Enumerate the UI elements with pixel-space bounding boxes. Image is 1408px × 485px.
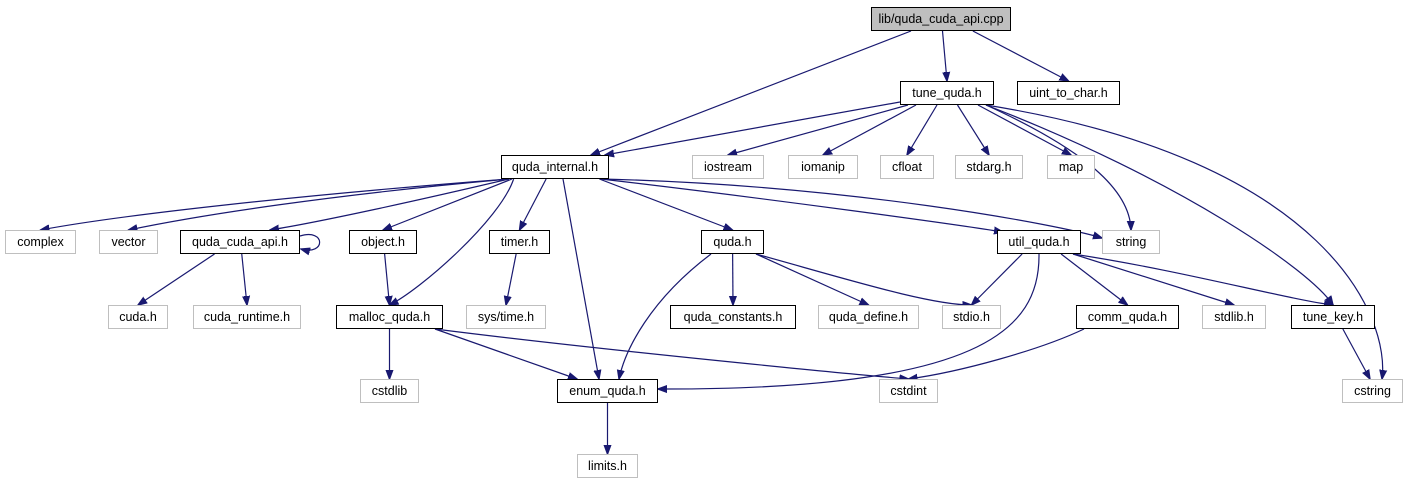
edge-malloc-quda-to-cstdint — [434, 328, 909, 379]
node-tune-quda[interactable]: tune_quda.h — [900, 81, 994, 105]
node-malloc-quda[interactable]: malloc_quda.h — [336, 305, 443, 329]
node-timer[interactable]: timer.h — [489, 230, 550, 254]
edge-timer-to-sys-time — [506, 253, 517, 305]
node-quda-define: quda_define.h — [818, 305, 919, 329]
edge-quda-internal-to-malloc-quda — [390, 178, 515, 305]
edge-quda-internal-to-enum-quda — [562, 178, 599, 379]
edge-root-to-tune-quda — [941, 30, 948, 81]
node-vector: vector — [99, 230, 158, 254]
node-quda-constants[interactable]: quda_constants.h — [670, 305, 796, 329]
node-limits: limits.h — [577, 454, 638, 478]
edge-quda-to-quda-define — [755, 253, 869, 305]
edge-root-to-quda-internal — [591, 30, 912, 155]
node-cstring: cstring — [1342, 379, 1403, 403]
edge-tune-quda-to-tune-key — [985, 104, 1333, 305]
node-map: map — [1047, 155, 1095, 179]
node-stdarg: stdarg.h — [955, 155, 1023, 179]
edge-quda-internal-to-vector — [129, 178, 510, 230]
edge-util-quda-to-stdlib — [1072, 253, 1234, 305]
edge-tune-quda-to-cstring — [985, 104, 1383, 379]
node-complex: complex — [5, 230, 76, 254]
node-quda[interactable]: quda.h — [701, 230, 764, 254]
node-sys-time: sys/time.h — [466, 305, 546, 329]
edge-quda-cuda-api-h-to-cuda — [138, 253, 215, 305]
edge-quda-internal-to-util-quda — [600, 178, 1003, 232]
node-cstdint: cstdint — [879, 379, 938, 403]
node-root-file: lib/quda_cuda_api.cpp — [871, 7, 1011, 31]
node-string: string — [1102, 230, 1160, 254]
edge-tune-key-to-cstring — [1342, 328, 1370, 379]
node-stdlib: stdlib.h — [1202, 305, 1266, 329]
edge-quda-internal-to-complex — [41, 178, 510, 230]
node-object[interactable]: object.h — [349, 230, 417, 254]
node-quda-internal[interactable]: quda_internal.h — [501, 155, 609, 179]
node-stdio: stdio.h — [942, 305, 1001, 329]
edge-tune-quda-to-stdarg — [956, 104, 990, 155]
edge-quda-internal-to-object — [383, 178, 513, 230]
node-util-quda[interactable]: util_quda.h — [997, 230, 1081, 254]
node-tune-key[interactable]: tune_key.h — [1291, 305, 1375, 329]
edge-quda-cuda-api-h-to-quda-cuda-api-h — [300, 234, 321, 251]
edge-comm-quda-to-cstdint — [909, 328, 1085, 379]
edge-tune-quda-to-cfloat — [907, 104, 938, 155]
edge-util-quda-to-comm-quda — [1060, 253, 1127, 305]
edge-root-to-uint-to-char — [972, 30, 1069, 81]
node-comm-quda[interactable]: comm_quda.h — [1076, 305, 1179, 329]
node-enum-quda[interactable]: enum_quda.h — [557, 379, 658, 403]
node-cfloat: cfloat — [880, 155, 934, 179]
edge-tune-quda-to-string — [985, 104, 1131, 230]
node-iostream: iostream — [692, 155, 764, 179]
edge-quda-internal-to-quda — [599, 178, 732, 230]
edge-quda-to-enum-quda — [619, 253, 712, 379]
edge-util-quda-to-enum-quda — [658, 253, 1040, 389]
edge-quda-internal-to-quda-cuda-api-h — [270, 178, 510, 230]
node-quda-cuda-api-header[interactable]: quda_cuda_api.h — [180, 230, 300, 254]
node-cstdlib: cstdlib — [360, 379, 419, 403]
edge-object-to-malloc-quda — [384, 253, 390, 305]
edge-tune-quda-to-map — [977, 104, 1071, 155]
edge-util-quda-to-tune-key — [1072, 253, 1333, 305]
edge-tune-quda-to-iostream — [728, 104, 909, 155]
node-uint-to-char[interactable]: uint_to_char.h — [1017, 81, 1120, 105]
edge-tune-quda-to-quda-internal — [605, 101, 901, 155]
node-cuda: cuda.h — [108, 305, 168, 329]
edge-quda-to-stdio — [755, 253, 972, 305]
edge-tune-quda-to-iomanip — [823, 104, 917, 155]
edge-quda-cuda-api-h-to-cuda-runtime — [241, 253, 247, 305]
node-cuda-runtime: cuda_runtime.h — [193, 305, 301, 329]
edge-quda-internal-to-timer — [520, 178, 547, 230]
edge-malloc-quda-to-enum-quda — [434, 328, 577, 379]
edge-util-quda-to-stdio — [972, 253, 1023, 305]
node-iomanip: iomanip — [788, 155, 858, 179]
